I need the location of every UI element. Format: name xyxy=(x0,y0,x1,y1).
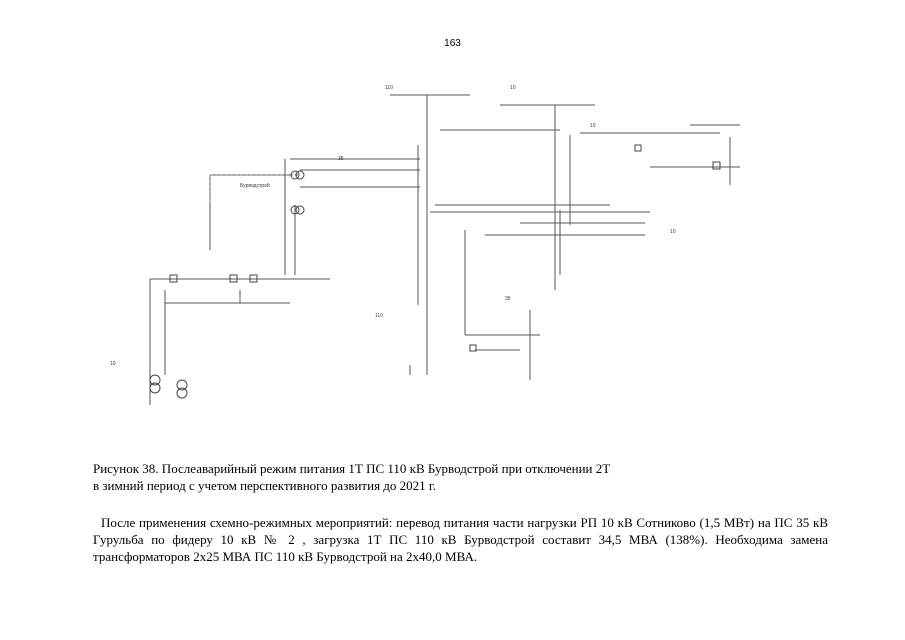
svg-text:Бурводстрой: Бурводстрой xyxy=(240,182,270,189)
caption-line-2: в зимний период с учетом перспективного … xyxy=(93,478,437,493)
caption-line-1: Рисунок 38. Послеаварийный режим питания… xyxy=(93,461,611,476)
body-paragraph: После применения схемно-режимных меропри… xyxy=(93,515,828,564)
svg-text:35: 35 xyxy=(505,296,511,302)
svg-text:35: 35 xyxy=(338,156,344,162)
svg-text:10: 10 xyxy=(670,229,676,235)
svg-text:10: 10 xyxy=(110,361,116,367)
svg-text:10: 10 xyxy=(590,123,596,129)
figure-caption: Рисунок 38. Послеаварийный режим питания… xyxy=(93,460,813,494)
power-scheme-diagram: 110 10 Бурводстрой 35 10 35 10 10 110 xyxy=(110,85,740,405)
svg-text:110: 110 xyxy=(385,85,393,91)
svg-text:110: 110 xyxy=(375,313,383,319)
body-paragraph-block: После применения схемно-режимных меропри… xyxy=(93,514,828,565)
svg-text:10: 10 xyxy=(510,85,516,91)
page-number: 163 xyxy=(444,38,461,49)
